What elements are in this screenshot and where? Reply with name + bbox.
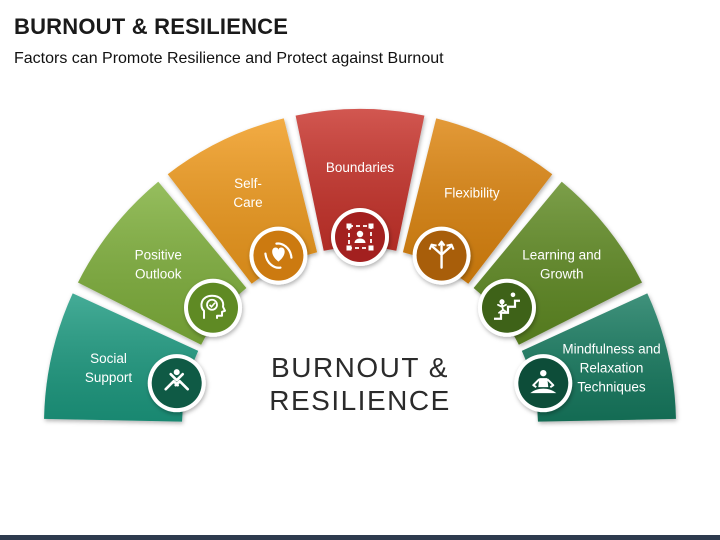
segment-label-line: Relaxation bbox=[580, 361, 644, 376]
heart-hands-icon bbox=[249, 226, 308, 285]
climbing-steps-icon bbox=[477, 278, 536, 337]
segment-label-line: Care bbox=[233, 195, 262, 210]
segment-shine bbox=[295, 109, 425, 251]
head-check-icon bbox=[184, 278, 243, 337]
segment-label-line: Growth bbox=[540, 267, 584, 282]
footer-bar bbox=[0, 535, 720, 540]
segment-label-line: Learning and bbox=[522, 248, 601, 263]
person-frame-icon bbox=[331, 208, 389, 266]
segment-label: Boundaries bbox=[326, 160, 395, 175]
segment-label-line: Flexibility bbox=[444, 186, 500, 201]
center-title-line2: RESILIENCE bbox=[269, 385, 451, 416]
segment-label-line: Positive bbox=[135, 248, 182, 263]
icon-disc bbox=[188, 282, 239, 333]
segment-label-line: Social bbox=[90, 351, 127, 366]
segment-4: Boundaries bbox=[295, 109, 425, 251]
segment-label-line: Self- bbox=[234, 176, 262, 191]
segment-label: Self- Care bbox=[233, 176, 262, 210]
segment-label-line: Boundaries bbox=[326, 160, 395, 175]
segment-label-line: Mindfulness and bbox=[562, 342, 660, 357]
split-arrows-icon bbox=[412, 226, 471, 285]
page-subtitle: Factors can Promote Resilience and Prote… bbox=[14, 50, 444, 67]
segment-label-line: Outlook bbox=[135, 267, 182, 282]
meditation-icon bbox=[514, 354, 573, 413]
center-title-line1: BURNOUT & bbox=[271, 352, 449, 383]
segment-label-line: Support bbox=[85, 370, 133, 385]
page-title: BURNOUT & RESILIENCE bbox=[14, 14, 289, 39]
segment-label: Flexibility bbox=[444, 186, 500, 201]
hands-together-icon bbox=[147, 354, 206, 413]
segment-label-line: Techniques bbox=[577, 380, 646, 395]
